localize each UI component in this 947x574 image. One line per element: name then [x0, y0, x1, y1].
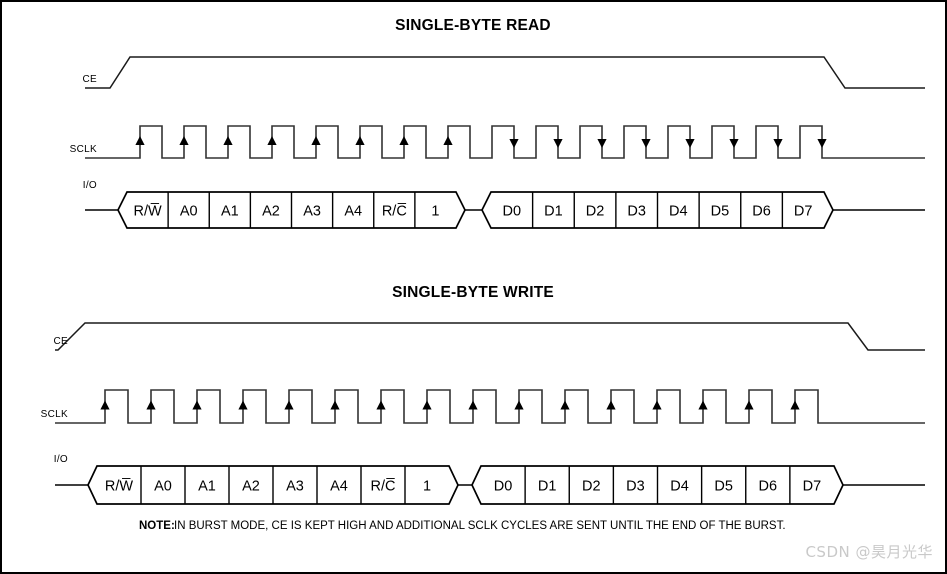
diagram-title-single-byte-write: SINGLE-BYTE WRITE	[392, 284, 554, 301]
io-label-single-byte-read: I/O	[83, 180, 97, 191]
sclk-falling-edge-marker	[685, 139, 695, 148]
sclk-rising-edge-marker	[238, 400, 248, 410]
sclk-falling-edge-marker	[729, 139, 739, 148]
diagram-single-byte-read: SINGLE-BYTE READ CE SCLK I/O R/W̅ A0 A1 A2 A3 A4 R…	[70, 17, 925, 229]
sclk-rising-edge-marker	[192, 400, 202, 410]
sclk-rising-edge-marker	[146, 400, 156, 410]
io-cell-A4-single-byte-read: A4	[344, 204, 362, 220]
sclk-label-single-byte-read: SCLK	[70, 144, 97, 155]
io-cell-A3-single-byte-write: A3	[286, 479, 304, 495]
sclk-label-single-byte-write: SCLK	[41, 409, 68, 420]
io-cell-D2-single-byte-read: D2	[586, 204, 605, 220]
ce-label-single-byte-read: CE	[83, 74, 98, 85]
ce-waveform-single-byte-read	[85, 56, 925, 89]
io-cell-D1-single-byte-read: D1	[544, 204, 563, 220]
ce-label-single-byte-write: CE	[54, 336, 69, 347]
io-cell-D3-single-byte-write: D3	[626, 479, 645, 495]
io-cell-D6-single-byte-write: D6	[759, 479, 778, 495]
io-cell-D0-single-byte-read: D0	[503, 204, 522, 220]
sclk-waveform-single-byte-write	[55, 389, 925, 424]
sclk-falling-edge-marker	[553, 139, 563, 148]
sclk-rising-edge-marker	[443, 136, 453, 145]
io-cell-D4-single-byte-write: D4	[670, 479, 689, 495]
sclk-falling-edge-marker	[641, 139, 651, 148]
io-cell-1-single-byte-write: 1	[423, 479, 431, 495]
io-cell-A3-single-byte-read: A3	[303, 204, 321, 220]
io-cell-D3-single-byte-read: D3	[627, 204, 646, 220]
io-cell-A2-single-byte-read: A2	[262, 204, 280, 220]
diagram-single-byte-write: SINGLE-BYTE WRITE CE SCLK I/O R/W̅ A0 A1 A2 A3 A4…	[41, 284, 925, 505]
sclk-rising-edge-marker	[376, 400, 386, 410]
io-cell-A0-single-byte-write: A0	[154, 479, 172, 495]
io-cell-D0-single-byte-write: D0	[494, 479, 513, 495]
note-prefix: NOTE:	[139, 520, 175, 532]
sclk-rising-edge-marker	[330, 400, 340, 410]
io-cell-D1-single-byte-write: D1	[538, 479, 557, 495]
io-cell-A0-single-byte-read: A0	[180, 204, 198, 220]
sclk-falling-edge-marker	[773, 139, 783, 148]
csdn-watermark: CSDN @昊月光华	[805, 543, 933, 561]
io-cell-A1-single-byte-write: A1	[198, 479, 216, 495]
io-cell-RC-single-byte-write: R/C̅	[371, 479, 396, 495]
io-cell-D6-single-byte-read: D6	[752, 204, 771, 220]
io-cell-A4-single-byte-write: A4	[330, 479, 348, 495]
io-cell-RW-single-byte-read: R/W̅	[133, 204, 162, 220]
io-cell-D4-single-byte-read: D4	[669, 204, 688, 220]
sclk-rising-edge-marker	[311, 136, 321, 145]
io-cell-RC-single-byte-read: R/C̅	[382, 204, 407, 220]
sclk-rising-edge-marker	[267, 136, 277, 145]
sclk-rising-edge-marker	[560, 400, 570, 410]
sclk-falling-edge-marker	[597, 139, 607, 148]
io-cell-RW-single-byte-write: R/W̅	[105, 479, 134, 495]
sclk-falling-edge-marker	[817, 139, 827, 148]
sclk-falling-edge-marker	[509, 139, 519, 148]
sclk-rising-edge-marker	[399, 136, 409, 145]
sclk-rising-edge-marker	[606, 400, 616, 410]
sclk-rising-edge-marker	[468, 400, 478, 410]
io-cell-D5-single-byte-write: D5	[714, 479, 733, 495]
io-label-single-byte-write: I/O	[54, 454, 68, 465]
sclk-rising-edge-marker	[223, 136, 233, 145]
sclk-waveform-single-byte-read	[85, 125, 925, 159]
io-cell-A2-single-byte-write: A2	[242, 479, 260, 495]
sclk-rising-edge-marker	[355, 136, 365, 145]
sclk-rising-edge-marker	[284, 400, 294, 410]
io-cell-1-single-byte-read: 1	[431, 204, 439, 220]
sclk-rising-edge-marker	[744, 400, 754, 410]
sclk-rising-edge-marker	[100, 400, 110, 410]
io-cell-D2-single-byte-write: D2	[582, 479, 601, 495]
sclk-rising-edge-marker	[514, 400, 524, 410]
note-body: IN BURST MODE, CE IS KEPT HIGH AND ADDIT…	[174, 520, 786, 532]
sclk-rising-edge-marker	[422, 400, 432, 410]
sclk-rising-edge-marker	[652, 400, 662, 410]
io-cell-D7-single-byte-write: D7	[803, 479, 822, 495]
io-cell-A1-single-byte-read: A1	[221, 204, 239, 220]
ce-waveform-single-byte-write	[55, 322, 925, 351]
diagram-title-single-byte-read: SINGLE-BYTE READ	[395, 17, 551, 34]
sclk-rising-edge-marker	[135, 136, 145, 145]
io-cell-D5-single-byte-read: D5	[711, 204, 730, 220]
sclk-rising-edge-marker	[179, 136, 189, 145]
sclk-rising-edge-marker	[790, 400, 800, 410]
io-cell-D7-single-byte-read: D7	[794, 204, 813, 220]
sclk-rising-edge-marker	[698, 400, 708, 410]
